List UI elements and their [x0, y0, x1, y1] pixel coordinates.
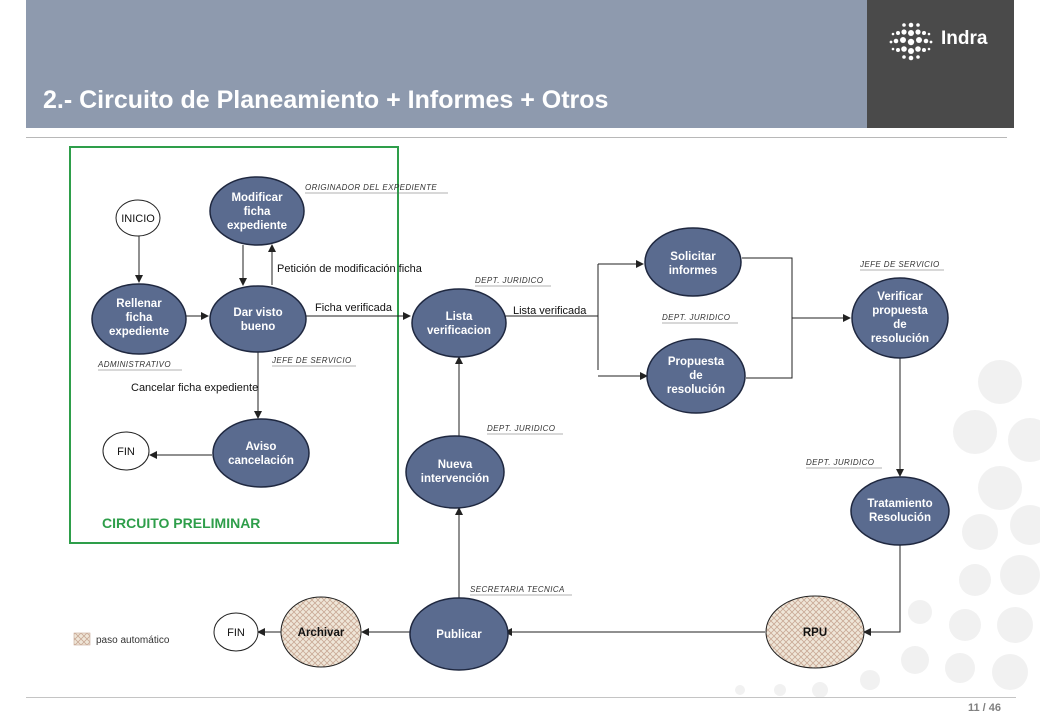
- node-solicitar-line1: Solicitar: [670, 251, 716, 263]
- node-verificar-line3: de: [893, 319, 906, 331]
- node-archivar-label: Archivar: [298, 627, 345, 639]
- node-modificar-line3: expediente: [227, 220, 287, 232]
- role-label-secretaria-tecnica: SECRETARIA TECNICA: [470, 585, 565, 594]
- node-solicitar-informes: Solicitar informes: [644, 227, 742, 297]
- header-divider: [26, 137, 1007, 138]
- node-verificar-line4: resolución: [871, 333, 929, 345]
- node-modificar-line2: ficha: [244, 206, 271, 218]
- role-label-administrativo: ADMINISTRATIVO: [97, 360, 171, 369]
- node-fin-2: FIN: [213, 612, 259, 652]
- edge-label-peticion: Petición de modificación ficha: [277, 263, 423, 275]
- node-rpu-label: RPU: [803, 627, 827, 639]
- edge-label-cancelar: Cancelar ficha expediente: [131, 382, 258, 394]
- node-nueva-line2: intervención: [421, 473, 489, 485]
- node-fin-1: FIN: [102, 431, 150, 471]
- header-band: [26, 0, 867, 128]
- preliminary-circuit-box: [69, 146, 399, 544]
- legend-label: paso automático: [96, 635, 170, 646]
- node-rellenar-line1: Rellenar: [116, 298, 162, 310]
- node-nueva-intervencion: Nueva intervención: [405, 435, 505, 509]
- node-modificar-ficha: Modificar ficha expediente: [209, 176, 305, 246]
- node-rpu: RPU: [765, 595, 865, 669]
- node-solicitar-line2: informes: [669, 265, 718, 277]
- node-publicar: Publicar: [409, 597, 509, 671]
- preliminary-circuit-label: CIRCUITO PRELIMINAR: [102, 515, 260, 531]
- node-rellenar-line3: expediente: [109, 326, 169, 338]
- node-rellenar-ficha: Rellenar ficha expediente: [91, 283, 187, 355]
- node-inicio-label: INICIO: [121, 213, 155, 225]
- decorative-dots: [735, 360, 1040, 698]
- role-label-dept-juridico-nueva: DEPT. JURIDICO: [487, 424, 555, 433]
- node-tratamiento-line2: Resolución: [869, 512, 931, 524]
- node-lista-line2: verificacion: [427, 325, 491, 337]
- node-modificar-line1: Modificar: [231, 192, 283, 204]
- logo-wordmark: Indra: [941, 28, 988, 49]
- role-label-jefe-servicio-1: JEFE DE SERVICIO: [271, 356, 352, 365]
- node-verificar-line1: Verificar: [877, 291, 923, 303]
- node-dar-visto-line2: bueno: [241, 321, 276, 333]
- page-number: 11 / 46: [968, 702, 1002, 714]
- node-tratamiento-line1: Tratamiento: [867, 498, 932, 510]
- indra-logo-icon: [889, 22, 933, 61]
- node-lista-verificacion: Lista verificacion: [411, 288, 507, 358]
- role-label-dept-juridico-lista: DEPT. JURIDICO: [475, 276, 543, 285]
- node-verificar-line2: propuesta: [872, 305, 928, 317]
- node-propuesta-line2: de: [689, 370, 702, 382]
- legend-swatch-icon: [73, 632, 91, 646]
- node-aviso-line1: Aviso: [246, 441, 277, 453]
- node-aviso-line2: cancelación: [228, 455, 294, 467]
- edge-label-ficha-verificada: Ficha verificada: [315, 302, 393, 314]
- logo-band: [867, 0, 1014, 128]
- node-rellenar-line2: ficha: [126, 312, 153, 324]
- diagram-edges: [135, 236, 904, 636]
- node-propuesta-resolucion: Propuesta de resolución: [646, 338, 746, 414]
- node-dar-visto-bueno: Dar visto bueno: [209, 285, 307, 353]
- node-nueva-line1: Nueva: [438, 459, 473, 471]
- node-tratamiento-resolucion: Tratamiento Resolución: [850, 476, 950, 546]
- footer-divider: [26, 697, 1016, 698]
- node-aviso-cancelacion: Aviso cancelación: [212, 418, 310, 488]
- legend: paso automático: [73, 632, 170, 646]
- role-label-jefe-servicio-2: JEFE DE SERVICIO: [859, 260, 940, 269]
- role-label-dept-juridico-propuesta: DEPT. JURIDICO: [662, 313, 730, 322]
- node-dar-visto-line1: Dar visto: [233, 307, 282, 319]
- node-publicar-label: Publicar: [436, 629, 482, 641]
- page-title: 2.- Circuito de Planeamiento + Informes …: [43, 86, 609, 114]
- node-inicio: INICIO: [115, 199, 161, 237]
- node-propuesta-line3: resolución: [667, 384, 725, 396]
- role-label-originador: ORIGINADOR DEL EXPEDIENTE: [305, 183, 437, 192]
- node-fin-1-label: FIN: [117, 446, 135, 458]
- edge-label-lista-verificada: Lista verificada: [513, 305, 587, 317]
- role-label-dept-juridico-tratamiento: DEPT. JURIDICO: [806, 458, 874, 467]
- node-archivar: Archivar: [280, 596, 362, 668]
- node-fin-2-label: FIN: [227, 627, 245, 639]
- node-lista-line1: Lista: [446, 311, 473, 323]
- node-propuesta-line1: Propuesta: [668, 356, 725, 368]
- node-verificar-propuesta: Verificar propuesta de resolución: [851, 277, 949, 359]
